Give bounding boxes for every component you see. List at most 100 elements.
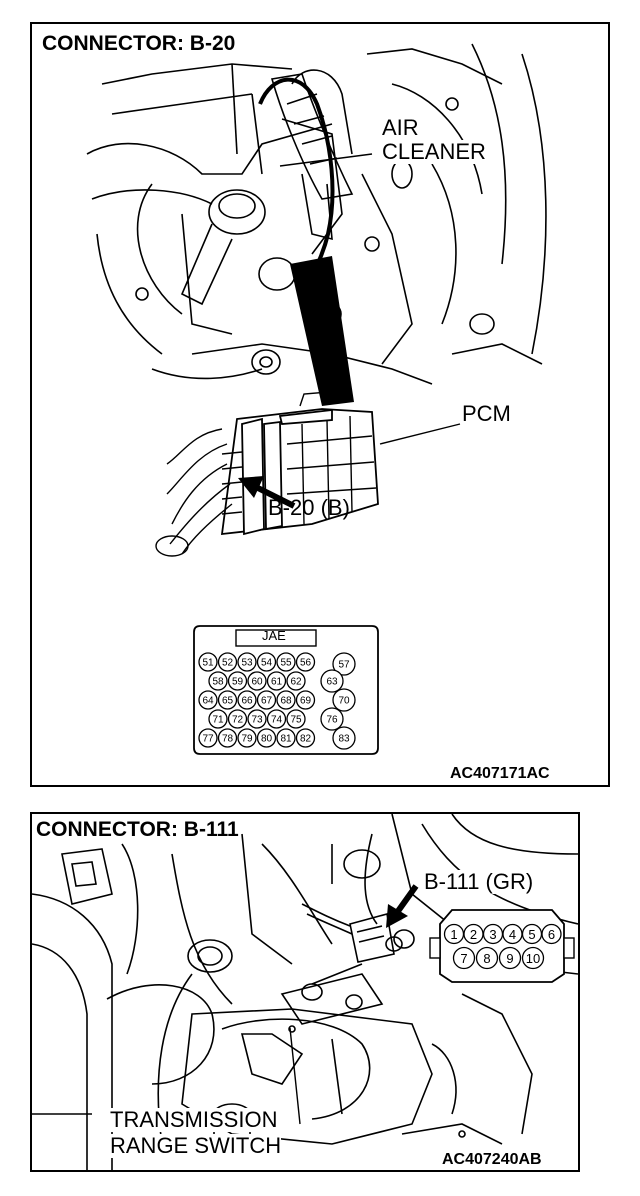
connector-b20-pins: 51 52 53 54 55 56 57 58 59 60 61 62 63 64 65 66 67 68 69 70…	[198, 652, 356, 750]
pin-66: 66	[241, 696, 253, 707]
pin-58-ring	[208, 671, 228, 691]
pin-3: 3	[489, 927, 496, 942]
component-label-line2: RANGE SWITCH	[110, 1133, 282, 1158]
pin-63-ring	[320, 669, 344, 693]
pin-9: 9	[506, 951, 513, 966]
pin-79: 79	[241, 734, 253, 745]
pin-61-ring	[266, 671, 287, 691]
pin-63: 63	[326, 677, 338, 688]
pin-57-ring	[332, 652, 356, 676]
pin-70-ring	[332, 688, 356, 712]
pin-72-ring	[227, 709, 248, 729]
pcm-label: PCM	[462, 401, 511, 426]
pin-75: 75	[290, 715, 302, 726]
pin-83-ring	[332, 726, 356, 750]
pin-6: 6	[548, 927, 555, 942]
pin-69: 69	[300, 696, 312, 707]
pin-81: 81	[280, 734, 292, 745]
pin-74-ring	[266, 709, 287, 729]
pin-5: 5	[528, 927, 535, 942]
pin-53: 53	[241, 658, 253, 669]
pin-51: 51	[202, 658, 214, 669]
pin-10-ring	[521, 946, 545, 970]
connector-ref-label: B-111 (GR)	[424, 869, 534, 894]
engine-bay-illustration: 51 52 53 54 55 56 57 58 59 60 61 62 63 64 65 66 67 68 69 70…	[86, 43, 547, 755]
pin-54: 54	[261, 658, 273, 669]
pin-54-ring	[256, 652, 277, 672]
pin-55: 55	[280, 658, 292, 669]
pin-81-ring	[276, 728, 296, 748]
connector-key-box	[235, 629, 317, 647]
pin-60: 60	[251, 677, 263, 688]
pin-52-ring	[217, 652, 238, 672]
pin-56: 56	[300, 658, 312, 669]
pin-65-ring	[217, 690, 238, 710]
pin-73: 73	[251, 715, 263, 726]
pin-67-ring	[256, 690, 277, 710]
pin-7-ring	[452, 946, 476, 970]
pin-59: 59	[232, 677, 244, 688]
pin-78-ring	[217, 728, 238, 748]
pin-60-ring	[247, 671, 267, 691]
pin-79-ring	[237, 728, 257, 748]
pin-68-ring	[276, 690, 296, 710]
pin-10: 10	[526, 951, 540, 966]
pin-67: 67	[261, 696, 273, 707]
pin-74: 74	[271, 715, 283, 726]
panel-title: CONNECTOR: B-20	[42, 32, 236, 56]
pin-73-ring	[247, 709, 267, 729]
pin-64: 64	[202, 696, 214, 707]
pin-66-ring	[237, 690, 257, 710]
pin-75-ring	[286, 709, 306, 729]
panel-title: CONNECTOR: B-111	[36, 818, 239, 842]
component-label-line1: TRANSMISSION	[110, 1107, 278, 1132]
pin-62: 62	[290, 677, 302, 688]
pin-56-ring	[295, 652, 316, 672]
pin-76-ring	[320, 707, 344, 731]
pin-77: 77	[202, 734, 214, 745]
pin-9-ring	[498, 946, 522, 970]
figure-code: AC407171AC	[450, 765, 550, 782]
pin-82: 82	[300, 734, 312, 745]
pin-64-ring	[198, 690, 218, 710]
pin-80: 80	[261, 734, 273, 745]
pin-72: 72	[232, 715, 244, 726]
air-cleaner-label-line2: CLEANER	[382, 139, 486, 164]
connector-ref-label: B-20 (B)	[268, 495, 350, 520]
pin-62-ring	[286, 671, 306, 691]
pin-71-ring	[208, 709, 228, 729]
pin-7: 7	[460, 951, 467, 966]
pin-61: 61	[271, 677, 283, 688]
pin-51-ring	[198, 652, 218, 672]
connector-b20-panel: 51 52 53 54 55 56 57 58 59 60 61 62 63 64 65 66 67 68 69 70…	[30, 22, 610, 787]
pin-8-ring	[475, 946, 499, 970]
pin-71: 71	[212, 715, 224, 726]
pin-1: 1	[450, 927, 457, 942]
pin-82-ring	[295, 728, 316, 748]
pin-77-ring	[198, 728, 218, 748]
pin-70: 70	[338, 696, 350, 707]
pin-57: 57	[338, 660, 350, 671]
pin-53-ring	[237, 652, 257, 672]
pin-78: 78	[222, 734, 234, 745]
pin-69-ring	[295, 690, 316, 710]
pin-4: 4	[509, 927, 516, 942]
pin-55-ring	[276, 652, 296, 672]
pin-68: 68	[280, 696, 292, 707]
pin-6-ring	[541, 923, 562, 945]
pin-59-ring	[227, 671, 248, 691]
connector-maker-label: JAE	[262, 628, 286, 643]
pin-58: 58	[212, 677, 224, 688]
pin-80-ring	[256, 728, 277, 748]
air-cleaner-label-line1: AIR	[382, 115, 419, 140]
pin-52: 52	[222, 658, 234, 669]
pin-76: 76	[326, 715, 338, 726]
pin-8: 8	[483, 951, 490, 966]
pin-65: 65	[222, 696, 234, 707]
figure-code: AC407240AB	[442, 1151, 542, 1168]
pin-83: 83	[338, 734, 350, 745]
pin-2: 2	[470, 927, 477, 942]
